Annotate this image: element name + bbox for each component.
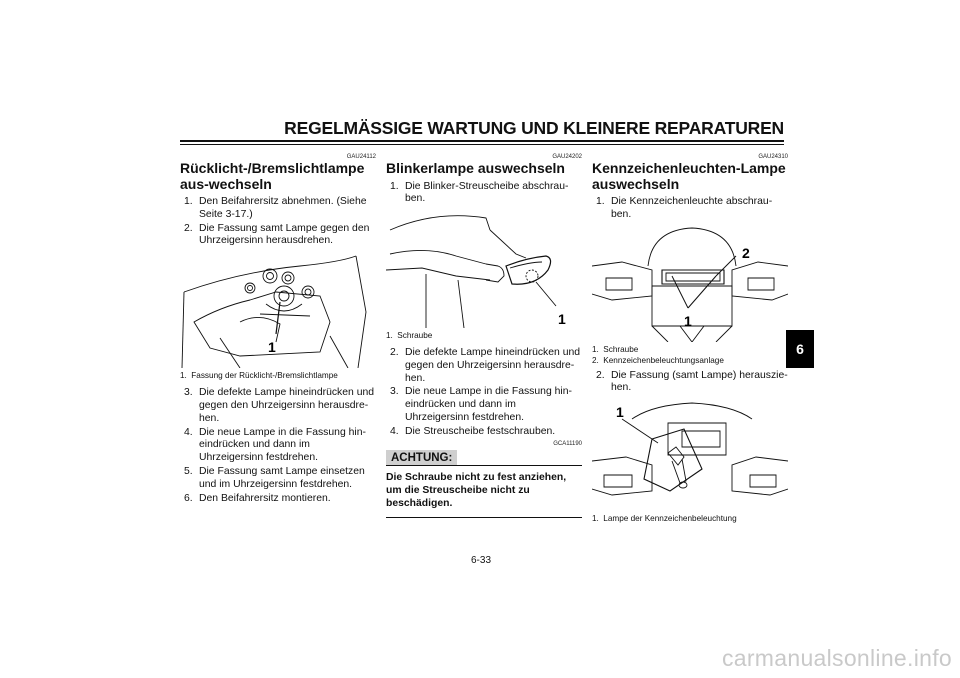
warning-rule <box>456 465 582 467</box>
figure-caption: 1. Schraube <box>386 331 433 341</box>
steps-list: 1.Die Kennzeichenleuchte abschrau-ben. <box>592 196 788 222</box>
section-title: Blinkerlampe auswechseln <box>386 160 565 176</box>
step-item: 3.Die neue Lampe in die Fassung hin-eind… <box>390 386 572 424</box>
warning-end-rule <box>386 516 582 518</box>
step-item: 1.Die Kennzeichenleuchte abschrau-ben. <box>596 196 773 220</box>
chapter-tab: 6 <box>786 330 814 368</box>
step-item: 2.Die Fassung (samt Lampe) herauszie-hen… <box>596 369 788 394</box>
figure-caption: 1. Fassung der Rücklicht-/Bremslichtlamp… <box>180 371 338 381</box>
steps-list: 2.Die Fassung (samt Lampe) herauszie-hen… <box>592 370 788 396</box>
figure-caption: 1. Lampe der Kennzeichenbeleuchtung <box>592 514 737 524</box>
figure-callout: 1 <box>558 311 566 327</box>
step-item: 2.Die defekte Lampe hineindrücken und ge… <box>390 347 581 384</box>
figure-callout-1: 1 <box>684 313 692 329</box>
warning-header: ACHTUNG: <box>386 448 582 467</box>
figure-callout: 1 <box>268 339 276 355</box>
section-code: GAU24310 <box>758 154 788 160</box>
step-item: 1.Die Blinker-Streuscheibe abschrau-ben. <box>390 180 569 205</box>
step-item: 2.Die Fassung samt Lampe gegen den Uhrze… <box>184 222 370 247</box>
step-item: 5.Die Fassung samt Lampe einsetzen und i… <box>184 465 365 490</box>
step-item: 3.Die defekte Lampe hineindrücken und ge… <box>184 387 375 424</box>
step-item: 6.Den Beifahrersitz montieren. <box>184 492 331 504</box>
page-number: 6-33 <box>470 555 491 566</box>
steps-list: 1.Den Beifahrersitz abnehmen. (Siehe Sei… <box>180 196 376 248</box>
figure-callout-2: 2 <box>742 245 750 261</box>
section-code: GAU24112 <box>346 154 376 160</box>
section-license-light: GAU24310 Kennzeichenleuchten-Lampe auswe… <box>592 152 788 530</box>
watermark: carmanualsonline.info <box>721 645 952 671</box>
steps-list: 3.Die defekte Lampe hineindrücken und ge… <box>180 387 376 505</box>
step-item: 1.Den Beifahrersitz abnehmen. (Siehe Sei… <box>184 196 367 220</box>
steps-list: 1.Die Blinker-Streuscheibe abschrau-ben. <box>386 181 582 207</box>
section-title: Kennzeichenleuchten-Lampe auswechseln <box>592 160 786 192</box>
section-turn-signal: GAU24202 Blinkerlampe auswechseln 1.Die … <box>386 152 582 518</box>
warning-code: GCA11190 <box>553 440 582 447</box>
section-taillight: GAU24112 Rücklicht-/Bremslichtlampe aus-… <box>180 152 376 506</box>
step-item: 4.Die neue Lampe in die Fassung hin-eind… <box>184 426 366 464</box>
steps-list: 2.Die defekte Lampe hineindrücken und ge… <box>386 347 582 439</box>
section-code: GAU24202 <box>552 154 582 160</box>
warning-text: Die Schraube nicht zu fest anziehen, um … <box>386 472 567 510</box>
page-title: REGELMÄSSIGE WARTUNG UND KLEINERE REPARA… <box>284 118 784 138</box>
title-rule-thin <box>180 144 784 145</box>
figure-callout: 1 <box>616 404 624 420</box>
figure-caption: 1. Schraube 2. Kennzeichenbeleuchtungsan… <box>592 344 724 365</box>
license-light-figure: 2 1 <box>592 225 788 342</box>
taillight-figure: 1 <box>180 252 376 369</box>
turn-signal-figure: 1 <box>386 210 582 329</box>
warning-label: ACHTUNG: <box>386 449 458 467</box>
title-rule <box>180 140 784 142</box>
section-title: Rücklicht-/Bremslichtlampe aus-wechseln <box>180 160 365 192</box>
license-lamp-figure: 1 <box>592 399 788 512</box>
step-item: 4.Die Streuscheibe festschrauben. <box>390 425 556 437</box>
